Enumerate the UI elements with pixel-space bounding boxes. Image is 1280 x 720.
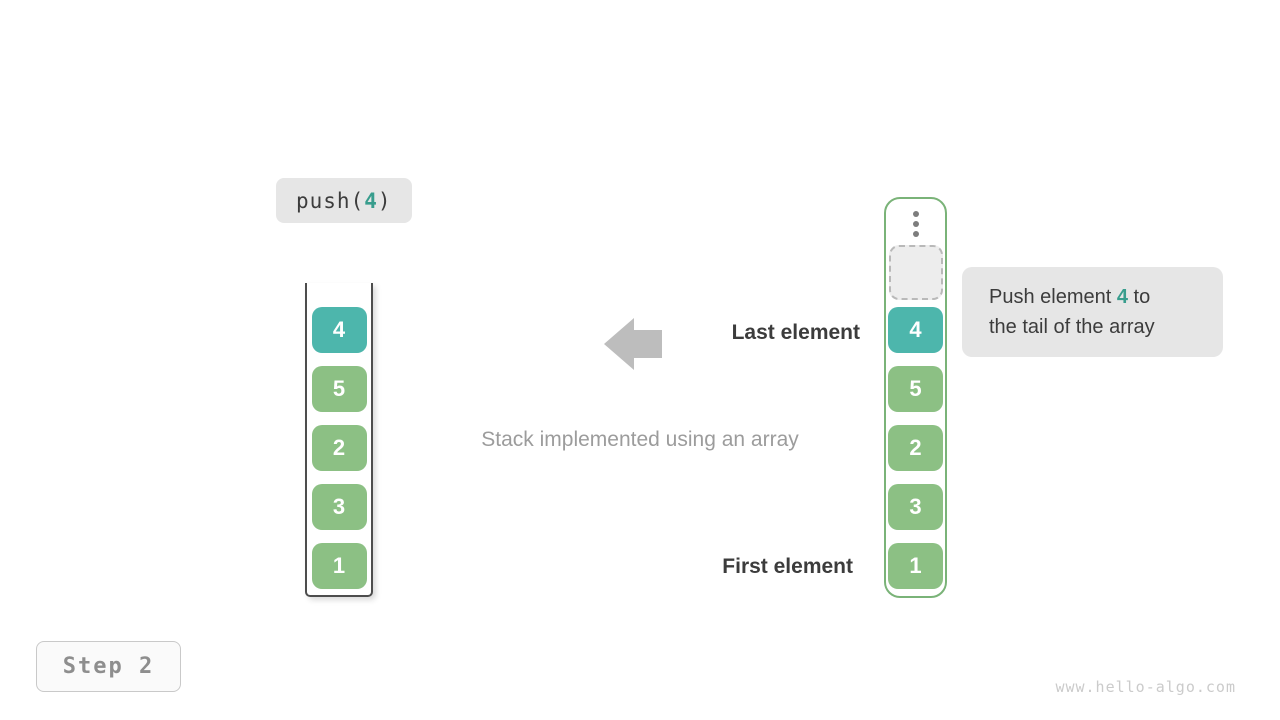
array-cell: 1 [888,543,943,589]
stack-cell: 2 [311,425,367,471]
stack-caption: Stack implemented using an array [481,428,799,451]
stack-frame: 4 5 2 3 1 [305,283,373,597]
array-frame: 4 5 2 3 1 [884,197,947,598]
bubble-value: 4 [1116,286,1128,308]
stack-cell: 4 [311,307,367,353]
array-cell: 2 [888,425,943,471]
bubble-text-pre: Push element [989,286,1117,308]
bubble-text-post: to [1127,286,1151,308]
empty-slot [888,245,943,300]
push-operation-label: push(4) [276,178,412,223]
explanation-bubble: Push element 4 to the tail of the array [962,267,1223,357]
push-label-post: ) [377,188,392,213]
last-element-label: Last element [731,321,860,344]
push-label-pre: push( [296,188,365,213]
stack-cell: 3 [311,484,367,530]
arrow-left-icon [604,318,662,370]
stack-cell: 5 [311,366,367,412]
stack-cell: 1 [311,543,367,589]
watermark: www.hello-algo.com [1055,678,1236,696]
push-label-value: 4 [364,188,378,213]
bubble-text-line2: the tail of the array [989,316,1155,338]
array-cell: 5 [888,366,943,412]
step-badge: Step 2 [36,641,181,692]
array-cell: 3 [888,484,943,530]
first-element-label: First element [722,555,853,578]
ellipsis-icon [912,211,919,237]
array-cell: 4 [888,307,943,353]
